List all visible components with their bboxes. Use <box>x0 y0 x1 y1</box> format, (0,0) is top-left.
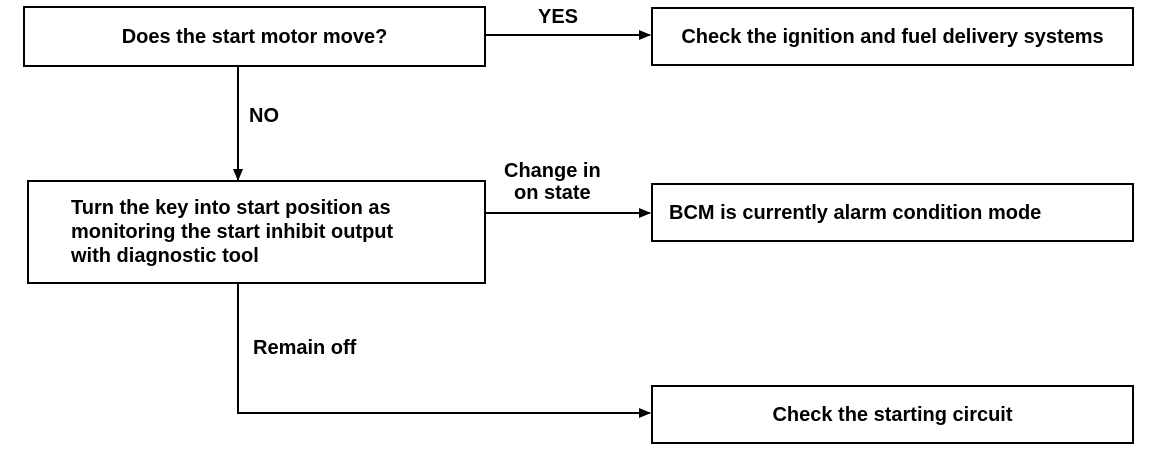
monitor-start-inhibit-box: Turn the key into start position as moni… <box>27 180 486 284</box>
remain-off-arrow <box>237 284 651 418</box>
change-in-on-state-label: Change in on state <box>504 160 601 204</box>
bcm-alarm-box: BCM is currently alarm condition mode <box>651 183 1134 242</box>
start-motor-question-box: Does the start motor move? <box>23 6 486 67</box>
change-label-line-2: on state <box>513 182 591 204</box>
monitor-line-1: Turn the key into start position as <box>71 197 391 219</box>
bcm-alarm-text: BCM is currently alarm condition mode <box>669 201 1042 224</box>
yes-label: YES <box>538 6 579 28</box>
check-ignition-text: Check the ignition and fuel delivery sys… <box>681 25 1104 48</box>
start-motor-question-text: Does the start motor move? <box>121 25 388 48</box>
check-ignition-box: Check the ignition and fuel delivery sys… <box>651 7 1134 66</box>
check-starting-circuit-box: Check the starting circuit <box>651 385 1134 444</box>
monitor-line-3: with diagnostic tool <box>71 245 259 267</box>
monitor-start-inhibit-text: Turn the key into start position as moni… <box>71 196 393 268</box>
no-label: NO <box>249 105 279 127</box>
check-starting-circuit-text: Check the starting circuit <box>772 403 1013 426</box>
monitor-line-2: monitoring the start inhibit output <box>71 221 394 243</box>
change-label-line-1: Change in <box>504 160 601 182</box>
remain-off-label: Remain off <box>253 337 357 359</box>
